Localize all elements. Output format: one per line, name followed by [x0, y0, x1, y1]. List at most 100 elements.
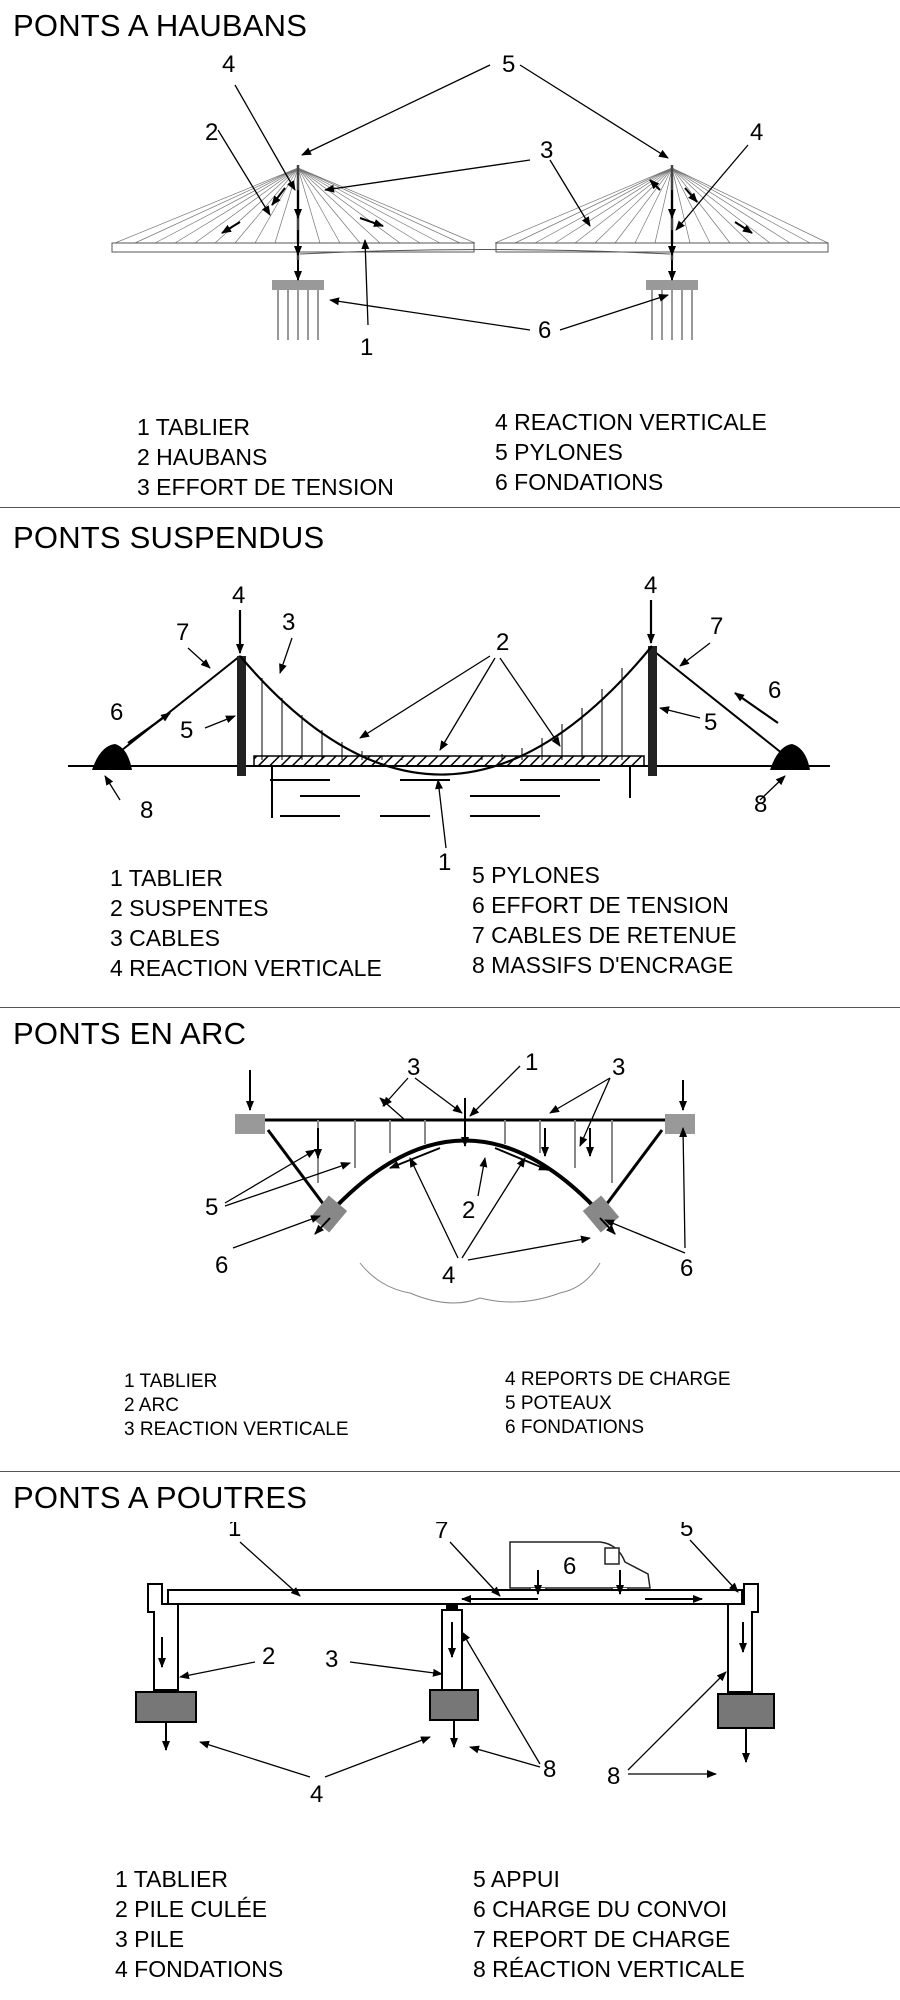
- callout-numbers: 1 2 3 4 4 5 5 6 6 7 7 8 8: [110, 572, 781, 876]
- callout-8-right: 8: [754, 791, 767, 818]
- callout-1: 1: [525, 1049, 538, 1076]
- section-title: PONTS EN ARC: [13, 1016, 247, 1051]
- callout-7-left: 7: [176, 619, 189, 646]
- legend-item: 6 CHARGE DU CONVOI: [473, 1896, 728, 1922]
- legend-item: 2 SUSPENTES: [110, 895, 269, 921]
- legend-item: 6 FONDATIONS: [505, 1417, 644, 1438]
- callout-8-center: 8: [543, 1756, 556, 1783]
- legend-item: 3 REACTION VERTICALE: [124, 1419, 349, 1440]
- section-title: PONTS A POUTRES: [13, 1480, 308, 1515]
- section-cable-stayed: PONTS A HAUBANS: [0, 0, 900, 505]
- callout-numbers: 1 2 3 3 4 5 6 6: [205, 1049, 693, 1289]
- deck: [167, 1589, 743, 1605]
- callout-3-right: 3: [612, 1054, 625, 1081]
- legend-left: 1 TABLIER 2 HAUBANS 3 EFFORT DE TENSION: [137, 412, 394, 502]
- section-title: PONTS SUSPENDUS: [13, 520, 325, 555]
- legend-item: 6 EFFORT DE TENSION: [472, 892, 729, 918]
- callout-8-left: 8: [140, 797, 153, 824]
- callout-5: 5: [502, 51, 515, 78]
- left-cable-fan: [114, 167, 476, 244]
- beam-diagram: 1 2 3 4 5 6 7 8 8: [135, 1522, 775, 1808]
- legend-item: 1 TABLIER: [137, 414, 250, 440]
- callout-2: 2: [262, 1643, 275, 1670]
- callout-6-right: 6: [768, 677, 781, 704]
- legend-item: 5 APPUI: [473, 1866, 560, 1892]
- arch-diagram: 1 2 3 3 4 5 6 6: [205, 1049, 695, 1304]
- callout-leaders: [179, 1539, 739, 1778]
- legend-left: 1 TABLIER 2 SUSPENTES 3 CABLES 4 REACTIO…: [110, 863, 382, 983]
- section-title: PONTS A HAUBANS: [13, 8, 308, 43]
- legend-item: 7 CABLES DE RETENUE: [472, 922, 737, 948]
- callout-1: 1: [228, 1522, 241, 1542]
- legend-left: 1 TABLIER 2 PILE CULÉE 3 PILE 4 FONDATIO…: [115, 1864, 283, 1984]
- suspension-pylons: [237, 646, 657, 776]
- legend-item: 1 TABLIER: [124, 1371, 218, 1392]
- anchorage-blocks: [92, 744, 810, 770]
- legend-right: 4 REPORTS DE CHARGE 5 POTEAUX 6 FONDATIO…: [505, 1368, 731, 1440]
- legend-item: 8 MASSIFS D'ENCRAGE: [472, 952, 734, 978]
- callout-8-right: 8: [607, 1763, 620, 1790]
- legend-item: 1 TABLIER: [110, 865, 223, 891]
- callout-numbers: 1 2 3 4 4 5 6: [205, 51, 763, 361]
- callout-leaders: [224, 1065, 688, 1261]
- section-suspension: PONTS SUSPENDUS: [0, 508, 900, 1006]
- backstay-cables: [111, 647, 789, 759]
- callout-3: 3: [282, 609, 295, 636]
- callout-7-right: 7: [710, 613, 723, 640]
- suspension-diagram: 1 2 3 4 4 5 5 6 6 7 7 8 8: [68, 572, 830, 876]
- deck: [111, 242, 829, 255]
- legend-item: 2 ARC: [124, 1395, 179, 1416]
- legend-item: 2 HAUBANS: [137, 444, 268, 470]
- force-arrows: [127, 600, 779, 744]
- section-divider: [0, 1471, 900, 1472]
- callout-3: 3: [540, 137, 553, 164]
- callout-4-left: 4: [222, 51, 235, 78]
- foundations: [272, 280, 698, 340]
- callout-leaders: [217, 64, 749, 331]
- legend-item: 5 PYLONES: [495, 439, 623, 465]
- legend-right: 4 REACTION VERTICALE 5 PYLONES 6 FONDATI…: [495, 407, 767, 497]
- legend-left: 1 TABLIER 2 ARC 3 REACTION VERTICALE: [124, 1370, 349, 1442]
- truck-convoy: [509, 1541, 651, 1597]
- section-divider: [0, 1007, 900, 1008]
- legend-item: 3 PILE: [115, 1926, 185, 1952]
- inclined-legs: [266, 1129, 664, 1214]
- legend-item: 5 POTEAUX: [505, 1393, 612, 1414]
- callout-5: 5: [205, 1194, 218, 1221]
- legend-item: 5 PYLONES: [472, 862, 600, 888]
- callout-2: 2: [462, 1197, 475, 1224]
- main-cable: [239, 645, 653, 776]
- callout-3: 3: [325, 1646, 338, 1673]
- force-arrows: [221, 179, 753, 281]
- force-arrows: [158, 1570, 750, 1763]
- callout-6-left: 6: [215, 1252, 228, 1279]
- legend-item: 3 EFFORT DE TENSION: [137, 474, 394, 500]
- callout-6-left: 6: [110, 699, 123, 726]
- section-beam: PONTS A POUTRES: [0, 1472, 900, 2000]
- callout-2: 2: [496, 629, 509, 656]
- pier-bearing: [446, 1604, 458, 1610]
- pier-foundations: [135, 1689, 775, 1729]
- callout-1: 1: [438, 849, 451, 876]
- legend-right: 5 PYLONES 6 EFFORT DE TENSION 7 CABLES D…: [472, 860, 737, 980]
- legend-right: 5 APPUI 6 CHARGE DU CONVOI 7 REPORT DE C…: [473, 1864, 745, 1984]
- callout-5: 5: [680, 1522, 693, 1542]
- callout-4: 4: [310, 1781, 323, 1808]
- callout-4: 4: [442, 1262, 455, 1289]
- legend-item: 4 REACTION VERTICALE: [495, 409, 767, 435]
- legend-item: 3 CABLES: [110, 925, 220, 951]
- callout-5-left: 5: [180, 717, 193, 744]
- callout-1: 1: [360, 334, 373, 361]
- legend-item: 1 TABLIER: [115, 1866, 228, 1892]
- legend-item: 4 REPORTS DE CHARGE: [505, 1369, 731, 1390]
- legend-item: 6 FONDATIONS: [495, 469, 664, 495]
- right-cable-fan: [494, 167, 829, 244]
- legend-item: 4 FONDATIONS: [115, 1956, 284, 1982]
- callout-5-right: 5: [704, 709, 717, 736]
- legend-item: 4 REACTION VERTICALE: [110, 955, 382, 981]
- ground-profile: [359, 1262, 601, 1304]
- legend-item: 2 PILE CULÉE: [115, 1896, 268, 1922]
- deck-supports: [235, 1114, 695, 1134]
- section-divider: [0, 507, 900, 508]
- deck: [253, 755, 645, 767]
